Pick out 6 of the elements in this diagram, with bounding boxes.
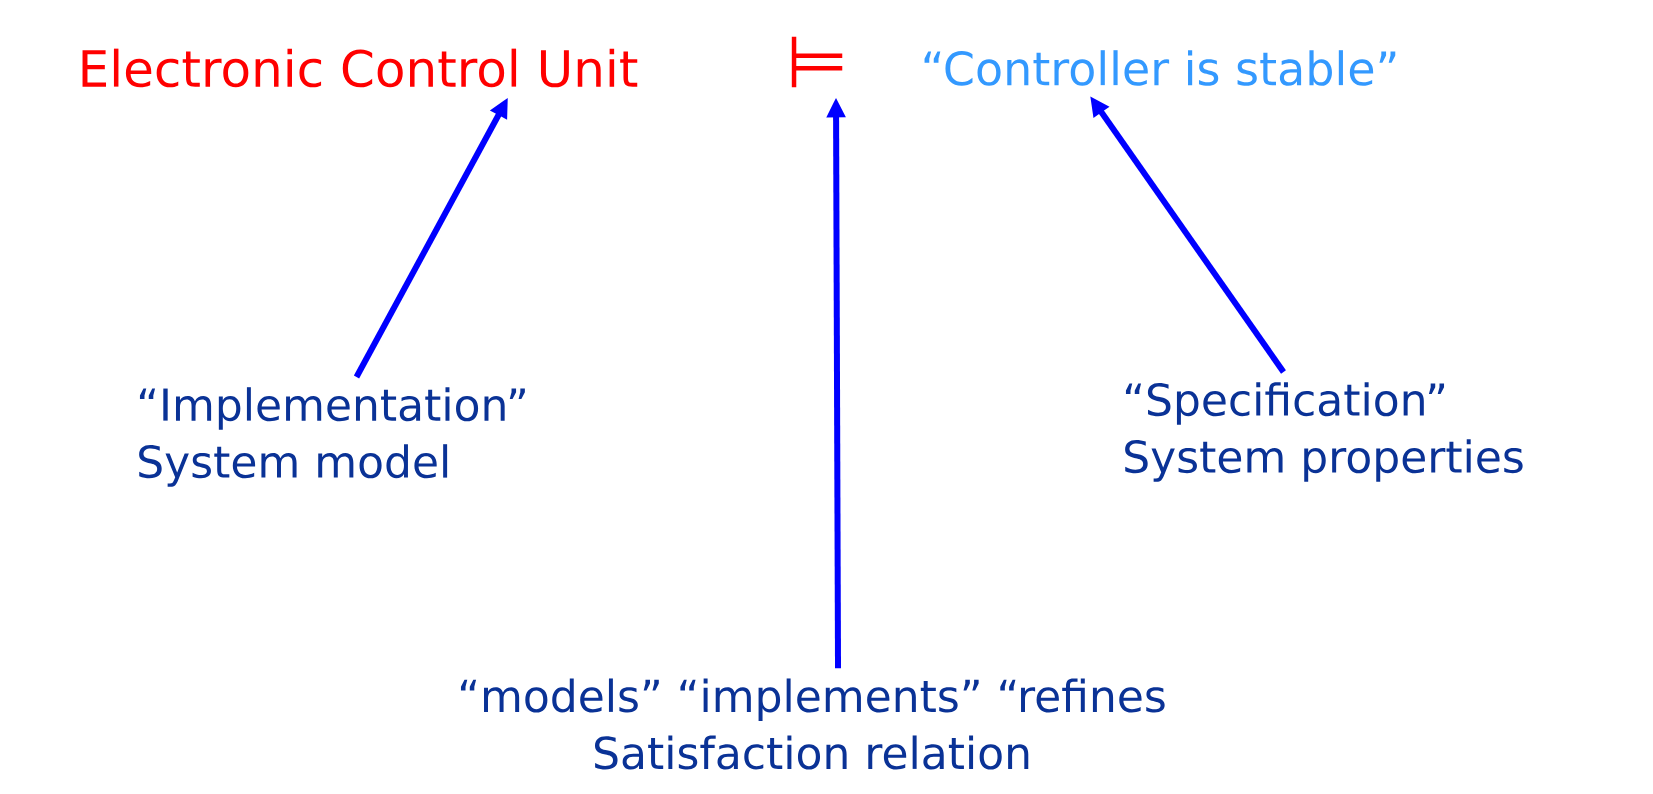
component-label: Electronic Control Unit xyxy=(82,48,638,88)
caption-text: “models” “implements” “refines Satisfaction relation xyxy=(460,678,1165,770)
caption-text: “Implementation” System model xyxy=(139,387,525,487)
property-label: “Controller is stable” xyxy=(924,50,1396,86)
caption-text: “Specification” System properties xyxy=(1125,382,1523,482)
models-symbol: ⊨ xyxy=(791,36,843,88)
